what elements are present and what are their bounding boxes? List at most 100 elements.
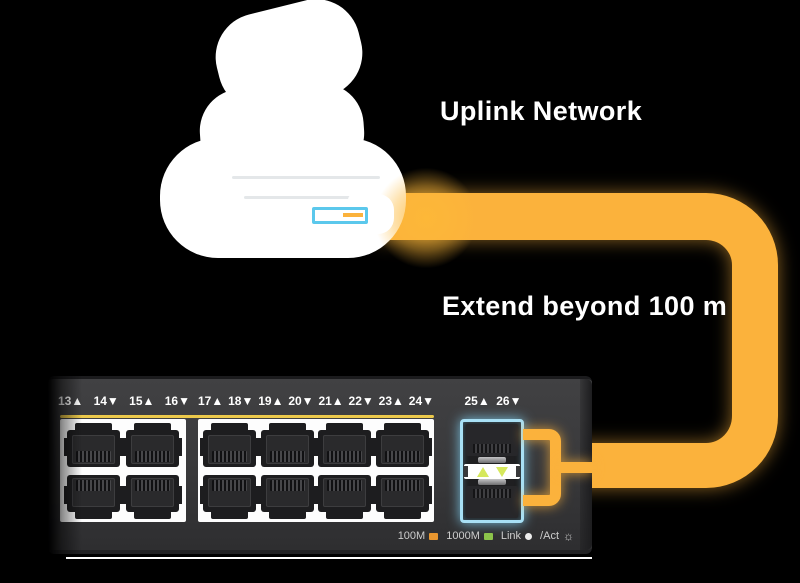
rj45-body xyxy=(66,474,120,512)
rj45-body xyxy=(257,429,317,467)
legend-label: 1000M xyxy=(446,530,480,542)
rj45-opening xyxy=(131,434,175,464)
rj45-jack xyxy=(260,474,314,519)
port-number-label: 15▲ xyxy=(129,394,155,408)
rj45-jack xyxy=(63,422,123,467)
accent-line xyxy=(60,415,434,418)
sfp-port-26 xyxy=(466,486,518,518)
rj45-port-column xyxy=(123,422,183,519)
port-labels-13-16: 13▲ 14▼ 15▲ 16▼ xyxy=(58,394,190,408)
rj45-pins-icon xyxy=(135,450,171,462)
rj45-jack xyxy=(373,422,433,467)
sfp-cable-stub xyxy=(560,462,592,473)
uplink-network-label: Uplink Network xyxy=(440,96,643,126)
sfp-port-25 xyxy=(466,424,518,456)
rj45-port-column xyxy=(315,422,375,519)
rj45-jack xyxy=(202,474,256,519)
act-blink-icon: ☼ xyxy=(563,529,574,543)
legend-label: 100M xyxy=(397,530,426,542)
port-number-label: 16▼ xyxy=(164,394,190,408)
rj45-opening xyxy=(381,477,425,507)
sfp-cage-25-26 xyxy=(460,419,524,523)
port-panel-13-16 xyxy=(60,419,186,522)
legend-item: 100M xyxy=(398,530,439,542)
rj45-pins-icon xyxy=(385,450,421,462)
port-number-label: 23▲ xyxy=(378,394,404,408)
rj45-tab xyxy=(326,422,364,432)
rj45-port-column xyxy=(373,422,433,519)
rj45-opening xyxy=(381,434,425,464)
led-up-icon xyxy=(476,466,489,477)
rj45-jack xyxy=(257,422,317,467)
rj45-pins-icon xyxy=(327,479,363,491)
legend-item: 1000M xyxy=(446,530,493,542)
rj45-pins-icon xyxy=(75,450,111,462)
port-number-label: 13▲ xyxy=(58,394,84,408)
network-switch: 13▲14▼15▲16▼ 17▲18▼19▲20▼21▲22▼23▲24▼ 25… xyxy=(48,376,592,554)
sfp-cable-bracket xyxy=(523,429,561,506)
rj45-opening xyxy=(265,434,309,464)
rj45-jack xyxy=(376,474,430,519)
port-number-label: 19▲ xyxy=(258,394,284,408)
sfp-latch xyxy=(478,479,506,485)
rj45-jack xyxy=(123,422,183,467)
cloud-seam xyxy=(244,196,360,199)
port-number-label: 20▼ xyxy=(288,394,314,408)
sfp-indicator-strip xyxy=(464,464,520,479)
cloud-uplink-port xyxy=(312,207,368,224)
rj45-pins-icon xyxy=(327,450,363,462)
rj45-pins-icon xyxy=(211,479,247,491)
port-number-label: 14▼ xyxy=(93,394,119,408)
rj45-opening xyxy=(131,477,175,507)
rj45-port-column xyxy=(63,422,123,519)
rj45-opening xyxy=(71,477,115,507)
rj45-tab xyxy=(384,422,422,432)
rj45-opening xyxy=(323,434,367,464)
extend-beyond-label: Extend beyond 100 m xyxy=(442,291,728,321)
legend-label: Link xyxy=(500,530,522,542)
rj45-port-column xyxy=(257,422,317,519)
rj45-port-column xyxy=(199,422,259,519)
rj45-body xyxy=(318,474,372,512)
legend-color-swatch xyxy=(429,532,439,540)
rj45-body xyxy=(199,429,259,467)
port-labels-25-26: 25▲ 26▼ xyxy=(458,394,528,408)
cloud-seam xyxy=(232,176,380,179)
rj45-body xyxy=(260,474,314,512)
rj45-tab xyxy=(134,422,172,432)
rj45-jack xyxy=(315,422,375,467)
rj45-tab xyxy=(210,422,248,432)
port-number-label: 21▲ xyxy=(318,394,344,408)
port-number-label: 25▲ xyxy=(464,394,490,408)
port-number-label: 17▲ xyxy=(198,394,224,408)
rj45-body xyxy=(373,429,433,467)
port-number-label: 18▼ xyxy=(228,394,254,408)
rj45-jack xyxy=(199,422,259,467)
rj45-pins-icon xyxy=(211,450,247,462)
link-led-icon xyxy=(525,532,533,540)
led-down-icon xyxy=(495,466,508,477)
rj45-opening xyxy=(207,434,251,464)
rj45-body xyxy=(123,429,183,467)
legend-item: /Act☼ xyxy=(540,530,574,542)
rj45-body xyxy=(63,429,123,467)
rj45-pins-icon xyxy=(385,479,421,491)
port-number-label: 22▼ xyxy=(348,394,374,408)
port-panel-17-24 xyxy=(198,419,434,522)
legend-item: Link xyxy=(500,530,533,542)
rj45-jack xyxy=(318,474,372,519)
rj45-tab xyxy=(268,422,306,432)
switch-baseline xyxy=(66,557,592,559)
rj45-tab xyxy=(74,422,112,432)
rj45-pins-icon xyxy=(75,479,111,491)
rj45-jack xyxy=(66,474,120,519)
rj45-opening xyxy=(265,477,309,507)
port-number-label: 26▼ xyxy=(496,394,522,408)
rj45-body xyxy=(376,474,430,512)
rj45-jack xyxy=(126,474,180,519)
port-labels-17-24: 17▲18▼19▲20▼21▲22▼23▲24▼ xyxy=(198,394,434,408)
rj45-opening xyxy=(323,477,367,507)
legend-color-swatch xyxy=(483,532,493,540)
rj45-pins-icon xyxy=(269,479,305,491)
